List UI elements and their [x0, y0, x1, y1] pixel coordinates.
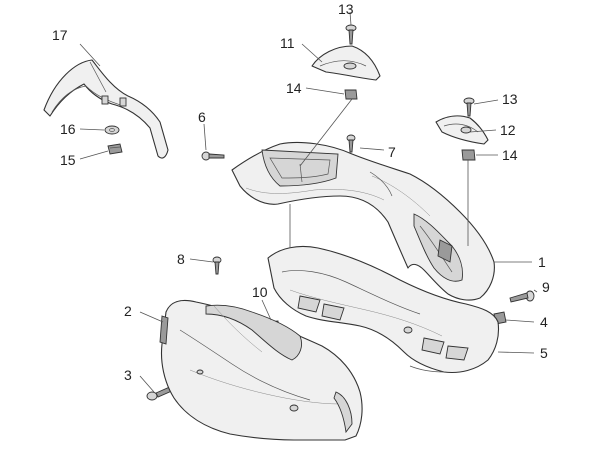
callout-15: 17 [52, 27, 68, 43]
callout-4: 4 [540, 314, 548, 330]
callout-3: 3 [124, 367, 132, 383]
callout-2: 2 [124, 303, 132, 319]
part-15-windshield [43, 59, 169, 159]
part-6-screw [201, 151, 225, 161]
part-16-washer [104, 125, 120, 135]
callout-10: 10 [252, 284, 268, 300]
callout-9: 9 [542, 279, 550, 295]
callout-6: 6 [198, 109, 206, 125]
part-12-side-cover [435, 115, 489, 145]
callout-1: 1 [538, 254, 546, 270]
callout-labels: 17 16 15 13 11 14 13 12 14 7 6 8 2 3 10 … [52, 1, 550, 383]
callout-11: 11 [280, 35, 295, 51]
part-8-screw [212, 256, 222, 275]
part-2-lower-cover [159, 299, 363, 441]
callout-14-right: 14 [502, 147, 518, 163]
part-7-screw [346, 134, 356, 153]
callout-14-upper: 14 [286, 80, 302, 96]
callout-13-upper: 13 [338, 1, 354, 17]
callout-12: 12 [500, 122, 516, 138]
callout-5: 5 [540, 345, 548, 361]
part-11-upper-cover [311, 45, 381, 81]
part-14-clip-upper [344, 89, 358, 100]
callout-7: 7 [388, 144, 396, 160]
part-13-screw-right [463, 97, 475, 117]
part-1-rear-handlebar-cover [231, 141, 495, 301]
part-9-screw [509, 290, 535, 303]
part-17-clip-nut [107, 143, 123, 155]
part-13-screw-upper [345, 24, 357, 45]
part-5-front-handlebar-cover [267, 245, 500, 374]
leader-lines [79, 11, 538, 393]
callout-16: 16 [60, 121, 76, 137]
callout-13-right: 13 [502, 91, 518, 107]
callout-17: 15 [60, 152, 76, 168]
callout-8: 8 [177, 251, 185, 267]
part-14-clip-right [461, 149, 476, 161]
